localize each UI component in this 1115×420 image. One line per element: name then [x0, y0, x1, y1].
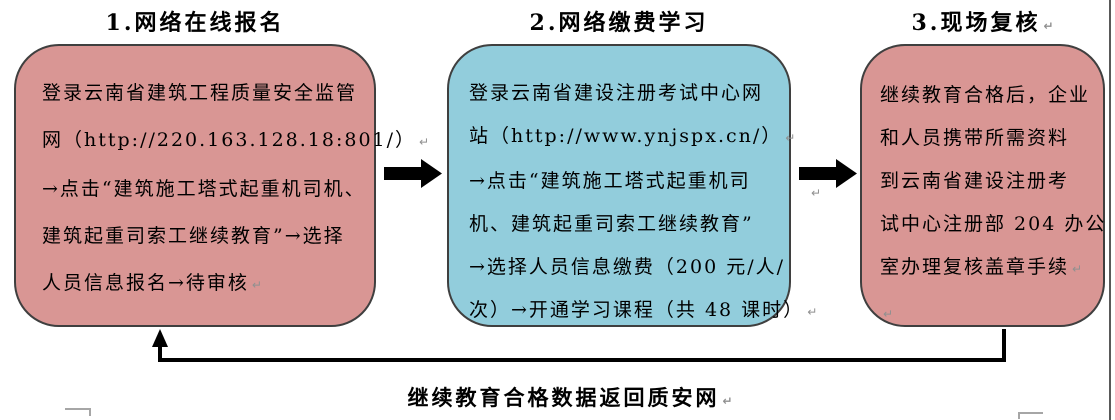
step-text-line: 登录云南省建筑工程质量安全监管 [42, 70, 364, 117]
step-text: →点击“建筑施工塔式起重机司 [469, 170, 751, 192]
step-box: 继续教育合格后，企业和人员携带所需资料到云南省建设注册考试中心注册部 204 办… [860, 44, 1105, 327]
return-mark: ↵ [883, 307, 894, 321]
return-mark: ↵ [1043, 19, 1054, 33]
step-text-line: 机、建筑起重司索工继续教育” [469, 203, 781, 246]
return-mark: ↵ [785, 131, 796, 145]
step-text-line: 建筑起重司索工继续教育”→选择 [42, 213, 364, 260]
step-text-line: 到云南省建设注册考 [880, 160, 1097, 203]
feedback-label: 继续教育合格数据返回质安网↵ [350, 382, 790, 412]
step-title-text: 3.现场复核 [911, 10, 1041, 36]
step-text: 站（http://www.ynjspx.cn/） [469, 125, 783, 147]
step-box: 登录云南省建筑工程质量安全监管网（http://220.163.128.18:8… [14, 44, 429, 327]
return-mark: ↵ [251, 278, 262, 292]
step-text: →点击“建筑施工塔式起重机司机、 [42, 178, 366, 200]
step-title-text: 1.网络在线报名 [105, 10, 285, 36]
step-text: 和人员携带所需资料 [880, 127, 1070, 149]
table-corner-mark-right [1018, 412, 1043, 419]
return-mark: ↵ [811, 186, 822, 200]
step-text: 次）→开通学习课程（共 48 课时） [469, 299, 805, 321]
step-text: →选择人员信息缴费（200 元/人/ [469, 256, 786, 278]
step-text: 机、建筑起重司索工继续教育” [469, 213, 754, 235]
step-text: 到云南省建设注册考 [880, 170, 1070, 192]
page-edge-line [1109, 0, 1111, 420]
step-text-line: →点击“建筑施工塔式起重机司 [469, 160, 781, 203]
step-text-line: 网（http://220.163.128.18:801/）↵ [42, 117, 429, 166]
flow-arrow-2-icon [799, 159, 857, 188]
step-box: 登录云南省建设注册考试中心网站（http://www.ynjspx.cn/）↵→… [447, 44, 817, 327]
step-text-line: 次）→开通学习课程（共 48 课时）↵ [469, 289, 817, 334]
return-mark: ↵ [419, 135, 430, 149]
step-text-line: 站（http://www.ynjspx.cn/）↵ [469, 115, 795, 160]
step-title: 3.现场复核↵ [860, 5, 1105, 37]
step-text: 网（http://220.163.128.18:801/） [42, 129, 417, 151]
feedback-arrowhead-icon [152, 329, 168, 347]
return-mark: ↵ [807, 305, 818, 319]
table-corner-mark-left [65, 408, 91, 416]
step-title: 2.网络缴费学习 [447, 5, 791, 37]
step-text-line: 人员信息报名→待审核↵ [42, 260, 364, 309]
step-text: 登录云南省建筑工程质量安全监管 [42, 82, 358, 104]
step-text-line: →选择人员信息缴费（200 元/人/ [469, 246, 783, 289]
step-text: 建筑起重司索工继续教育”→选择 [42, 225, 345, 247]
flow-arrow-1-icon [384, 159, 442, 188]
step-text-line: 试中心注册部 204 办公 [880, 203, 1104, 246]
step-title-text: 2.网络缴费学习 [529, 10, 709, 36]
step-text-line: 继续教育合格后，企业 [880, 74, 1097, 117]
step-text-line: ↵ [880, 291, 1097, 336]
step-text-line: 登录云南省建设注册考试中心网 [469, 72, 781, 115]
step-text: 试中心注册部 204 办公 [880, 213, 1107, 235]
step-text-line: →点击“建筑施工塔式起重机司机、 [42, 166, 364, 213]
return-mark: ↵ [722, 394, 733, 408]
step-text: 继续教育合格后，企业 [880, 84, 1091, 106]
step-text: 人员信息报名→待审核 [42, 272, 249, 294]
return-mark: ↵ [1072, 262, 1083, 276]
step-text-line: 和人员携带所需资料 [880, 117, 1097, 160]
step-text: 登录云南省建设注册考试中心网 [469, 82, 764, 104]
step-text: 室办理复核盖章手续 [880, 256, 1070, 278]
step-title: 1.网络在线报名 [14, 5, 376, 37]
feedback-label-text: 继续教育合格数据返回质安网 [407, 385, 720, 410]
step-text-line: 室办理复核盖章手续↵ [880, 246, 1097, 291]
